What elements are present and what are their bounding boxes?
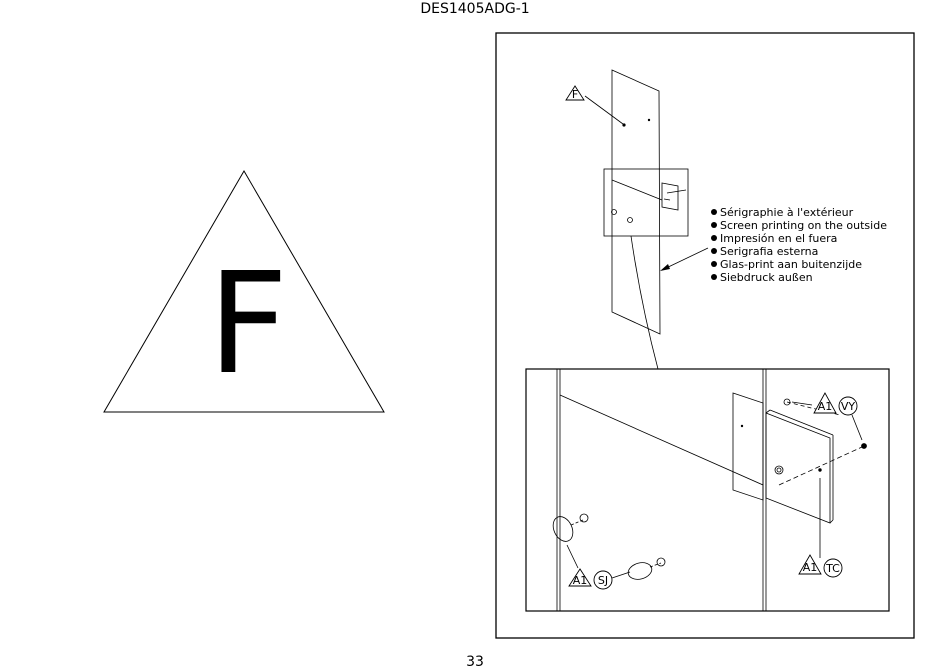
document-code: DES1405ADG-1 bbox=[420, 1, 530, 17]
callout-a1-tc: A1 TC bbox=[798, 478, 843, 578]
callout-a1-tc-circle-label: TC bbox=[825, 562, 840, 575]
callout-a1-tc-tri-label: A1 bbox=[803, 561, 818, 574]
instruction-de: Siebdruck außen bbox=[720, 271, 813, 284]
leader-arrowhead bbox=[660, 264, 670, 271]
glass-panel bbox=[603, 69, 689, 370]
part-symbol-letter: F bbox=[208, 243, 289, 406]
instruction-es: Impresión en el fuera bbox=[720, 232, 837, 245]
callout-a1-sj-circle-label: SJ bbox=[598, 574, 608, 587]
part-symbol-triangle: F bbox=[103, 170, 385, 413]
instruction-list: Sérigraphie à l'extérieur Screen printin… bbox=[711, 206, 887, 284]
callout-a1-vy-circle-label: VY bbox=[841, 400, 856, 413]
instruction-leader bbox=[661, 247, 709, 271]
instruction-fr: Sérigraphie à l'extérieur bbox=[720, 206, 854, 219]
instruction-en: Screen printing on the outside bbox=[720, 219, 887, 232]
part-marker-f: F bbox=[565, 85, 624, 125]
callout-a1-sj-tri-label: A1 bbox=[573, 574, 588, 587]
instruction-it: Serigrafia esterna bbox=[720, 245, 818, 258]
callout-a1-vy-tri-label: A1 bbox=[818, 400, 833, 413]
part-marker-label: F bbox=[572, 88, 578, 101]
instruction-nl: Glas-print aan buitenzijde bbox=[720, 258, 862, 271]
diagram-frame bbox=[495, 32, 915, 639]
callout-a1-vy: A1 VY bbox=[791, 392, 863, 441]
callout-a1-sj: A1 SJ bbox=[566, 544, 631, 590]
detail-view bbox=[525, 368, 890, 612]
page-number: 33 bbox=[466, 654, 484, 670]
